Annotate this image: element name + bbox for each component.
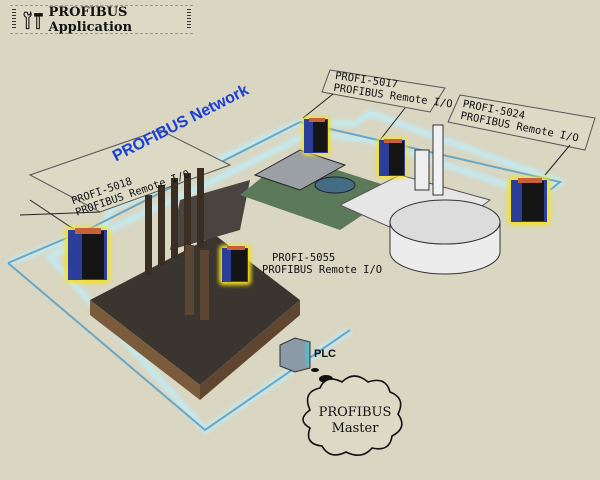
- refinery-tank: [338, 124, 501, 275]
- device-type: PROFIBUS Remote I/O: [262, 264, 383, 276]
- device-model: PROFI-5055: [272, 252, 336, 264]
- header-title: PROFIBUS Application: [48, 4, 133, 35]
- callout-5017-box: [302, 69, 446, 141]
- master-label: PROFIBUS Master: [304, 405, 406, 437]
- master-line-2: Master: [331, 421, 379, 436]
- master-thought-bubble: [302, 368, 403, 456]
- device-module-5018[interactable]: [65, 227, 110, 283]
- header-title-box: PROFIBUS Application: [10, 4, 193, 35]
- device-module-small[interactable]: [219, 245, 251, 285]
- plc-device[interactable]: [279, 337, 311, 373]
- device-module-5055[interactable]: [508, 177, 550, 225]
- tools-icon: [23, 10, 43, 29]
- master-line-1: PROFIBUS: [318, 405, 392, 420]
- device-module-5024[interactable]: [377, 138, 407, 178]
- plc-label: PLC: [314, 348, 336, 360]
- device-module-5017[interactable]: [302, 117, 330, 155]
- callout-5024-box: [447, 94, 596, 176]
- callout-5018-box: [19, 129, 232, 241]
- callout-5055: PROFI-5055 PROFIBUS Remote I/O: [262, 252, 382, 276]
